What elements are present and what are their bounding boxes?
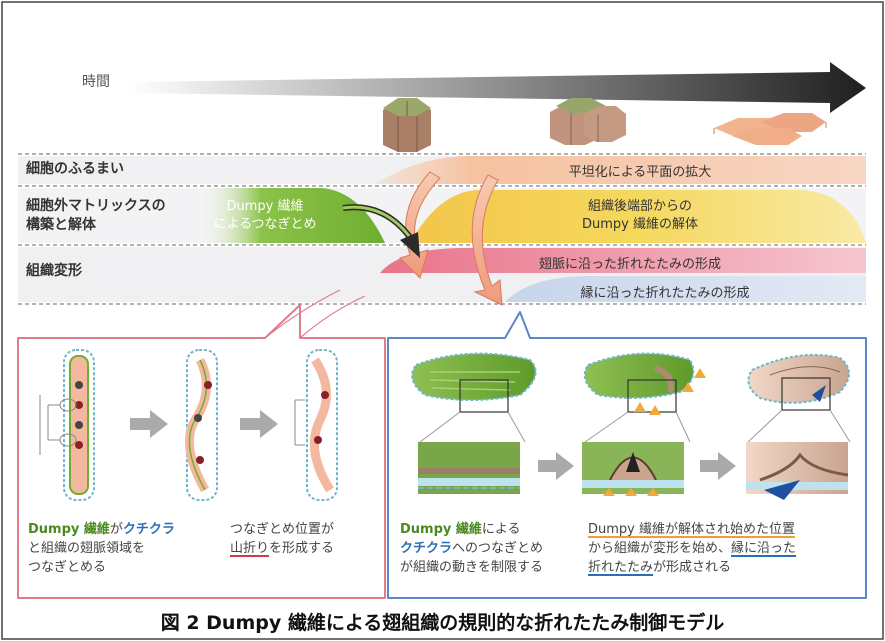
left-caption-1-dumpy: Dumpy 繊維 xyxy=(28,522,110,537)
row-label-deformation: 組織変形 xyxy=(26,263,82,279)
dumpy-tether-label-2: によるつなぎとめ xyxy=(213,217,317,232)
columnar-cells-icon xyxy=(383,98,431,152)
dumpy-disassembly-label-2: Dumpy 繊維の解体 xyxy=(582,217,698,232)
left-caption-1-line2: と組織の翅脈領域を xyxy=(28,541,146,556)
right-panel xyxy=(387,311,867,599)
figure-title: 図 2 Dumpy 繊維による翅組織の規則的な折れたたみ制御モデル xyxy=(160,612,725,634)
left-caption-1-cuticle: クチクラ xyxy=(122,522,175,537)
row-label-ecm-line1: 細胞外マトリックスの xyxy=(26,198,166,214)
right-caption-2: Dumpy 繊維が解体され始めた位置 から組織が変形を始め、縁に沿った 折れたた… xyxy=(588,520,796,577)
left-caption-1-line3: つなぎとめる xyxy=(28,560,107,575)
time-arrow xyxy=(128,62,866,113)
dumpy-tether-band xyxy=(195,188,385,243)
right-caption-1-line2: へのつなぎとめ xyxy=(452,541,544,556)
left-panel xyxy=(17,289,386,599)
right-caption-1: Dumpy 繊維による クチクラへのつなぎとめ が組織の動きを制限する xyxy=(400,520,543,577)
curved-arrow-1-icon xyxy=(399,171,441,279)
vein-fold-label: 翅脈に沿った折れたたみの形成 xyxy=(538,257,721,272)
left-caption-1: Dumpy 繊維がクチクラ と組織の翅脈領域を つなぎとめる xyxy=(28,520,175,577)
right-caption-2-margin: 縁に沿った xyxy=(731,541,797,556)
right-caption-1-cuticle: クチクラ xyxy=(400,541,453,556)
margin-fold-band xyxy=(505,276,866,302)
row-label-cell-behavior: 細胞のふるまい xyxy=(26,161,124,177)
margin-fold-label: 縁に沿った折れたたみの形成 xyxy=(580,286,750,301)
left-caption-2: つなぎとめ位置が 山折りを形成する xyxy=(230,520,334,558)
row-label-ecm-line2: 構築と解体 xyxy=(26,217,96,233)
right-caption-2-line3: が形成される xyxy=(653,560,732,575)
intermediate-cells-icon xyxy=(550,98,626,145)
left-caption-2-mountain: 山折り xyxy=(230,541,270,556)
dumpy-disassembly-band xyxy=(410,190,866,243)
left-caption-2-line1: つなぎとめ位置が xyxy=(230,522,335,537)
time-label: 時間 xyxy=(82,74,110,90)
flattening-band xyxy=(375,156,866,184)
dumpy-tether-label-1: Dumpy 繊維 xyxy=(226,199,304,214)
flattening-label: 平坦化による平面の拡大 xyxy=(568,165,712,180)
flattened-cells-icon xyxy=(713,113,827,145)
row-separators xyxy=(18,153,866,305)
right-caption-1-dumpy: Dumpy 繊維 xyxy=(400,522,482,537)
left-caption-1-ga: が xyxy=(109,522,123,537)
curved-arrow-2-icon xyxy=(471,174,503,306)
right-caption-1-line3: が組織の動きを制限する xyxy=(400,560,544,575)
right-caption-2-line1: Dumpy 繊維が解体され始めた位置 xyxy=(588,522,795,537)
right-caption-2-line2a: から組織が変形を始め、 xyxy=(588,541,732,556)
right-caption-2-fold: 折れたたみ xyxy=(588,560,654,575)
right-caption-1-niyoru: による xyxy=(481,522,521,537)
left-caption-2-rest: を形成する xyxy=(269,541,335,556)
dumpy-disassembly-label-1: 組織後端部からの xyxy=(587,199,692,214)
vein-fold-band xyxy=(380,248,866,273)
dark-curved-arrow-icon xyxy=(342,204,420,258)
